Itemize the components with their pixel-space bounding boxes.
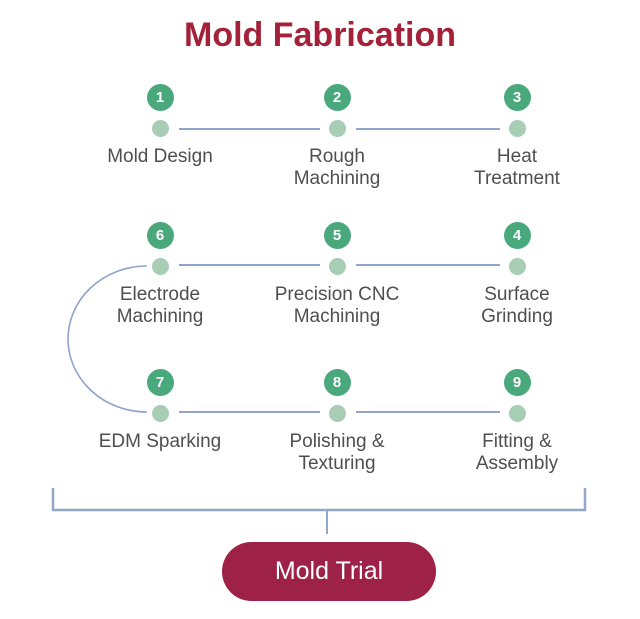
step-node-8: 8 Polishing & Texturing: [242, 369, 432, 475]
step-node-3: 3 Heat Treatment: [422, 84, 612, 190]
step-number-badge-3: 3: [503, 84, 531, 111]
step-number-badge-5: 5: [323, 222, 351, 249]
step-number-badge-6: 6: [146, 222, 174, 249]
step-label-8: Polishing & Texturing: [289, 431, 385, 474]
step-label-6: Electrode Machining: [116, 284, 204, 327]
step-dot-3: [508, 120, 526, 137]
step-label-3: Heat Treatment: [474, 146, 560, 189]
step-label-7: EDM Sparking: [98, 431, 222, 452]
step-dot-7: [151, 405, 169, 422]
step-label-4: Surface Grinding: [481, 284, 553, 327]
step-number-badge-1: 1: [146, 84, 174, 111]
step-dot-9: [508, 405, 526, 422]
step-dot-4: [508, 258, 526, 275]
step-dot-6: [151, 258, 169, 275]
step-node-1: 1 Mold Design: [65, 84, 255, 168]
step-dot-8: [328, 405, 346, 422]
step-dot-5: [328, 258, 346, 275]
step-label-2: Rough Machining: [293, 146, 381, 189]
step-number-badge-9: 9: [503, 369, 531, 396]
step-dot-1: [151, 120, 169, 137]
page-title: Mold Fabrication: [184, 16, 456, 54]
step-node-6: 6 Electrode Machining: [65, 222, 255, 328]
step-node-7: 7 EDM Sparking: [65, 369, 255, 453]
step-number-badge-7: 7: [146, 369, 174, 396]
mold-trial-button[interactable]: Mold Trial: [222, 542, 436, 601]
step-dot-2: [328, 120, 346, 137]
step-node-2: 2 Rough Machining: [242, 84, 432, 190]
step-label-1: Mold Design: [107, 146, 213, 167]
step-node-4: 4 Surface Grinding: [422, 222, 612, 328]
step-node-9: 9 Fitting & Assembly: [422, 369, 612, 475]
bottom-bracket: [51, 488, 587, 512]
step-label-5: Precision CNC Machining: [274, 284, 400, 327]
step-number-badge-2: 2: [323, 84, 351, 111]
step-label-9: Fitting & Assembly: [475, 431, 559, 474]
step-number-badge-8: 8: [323, 369, 351, 396]
step-number-badge-4: 4: [503, 222, 531, 249]
step-node-5: 5 Precision CNC Machining: [242, 222, 432, 328]
